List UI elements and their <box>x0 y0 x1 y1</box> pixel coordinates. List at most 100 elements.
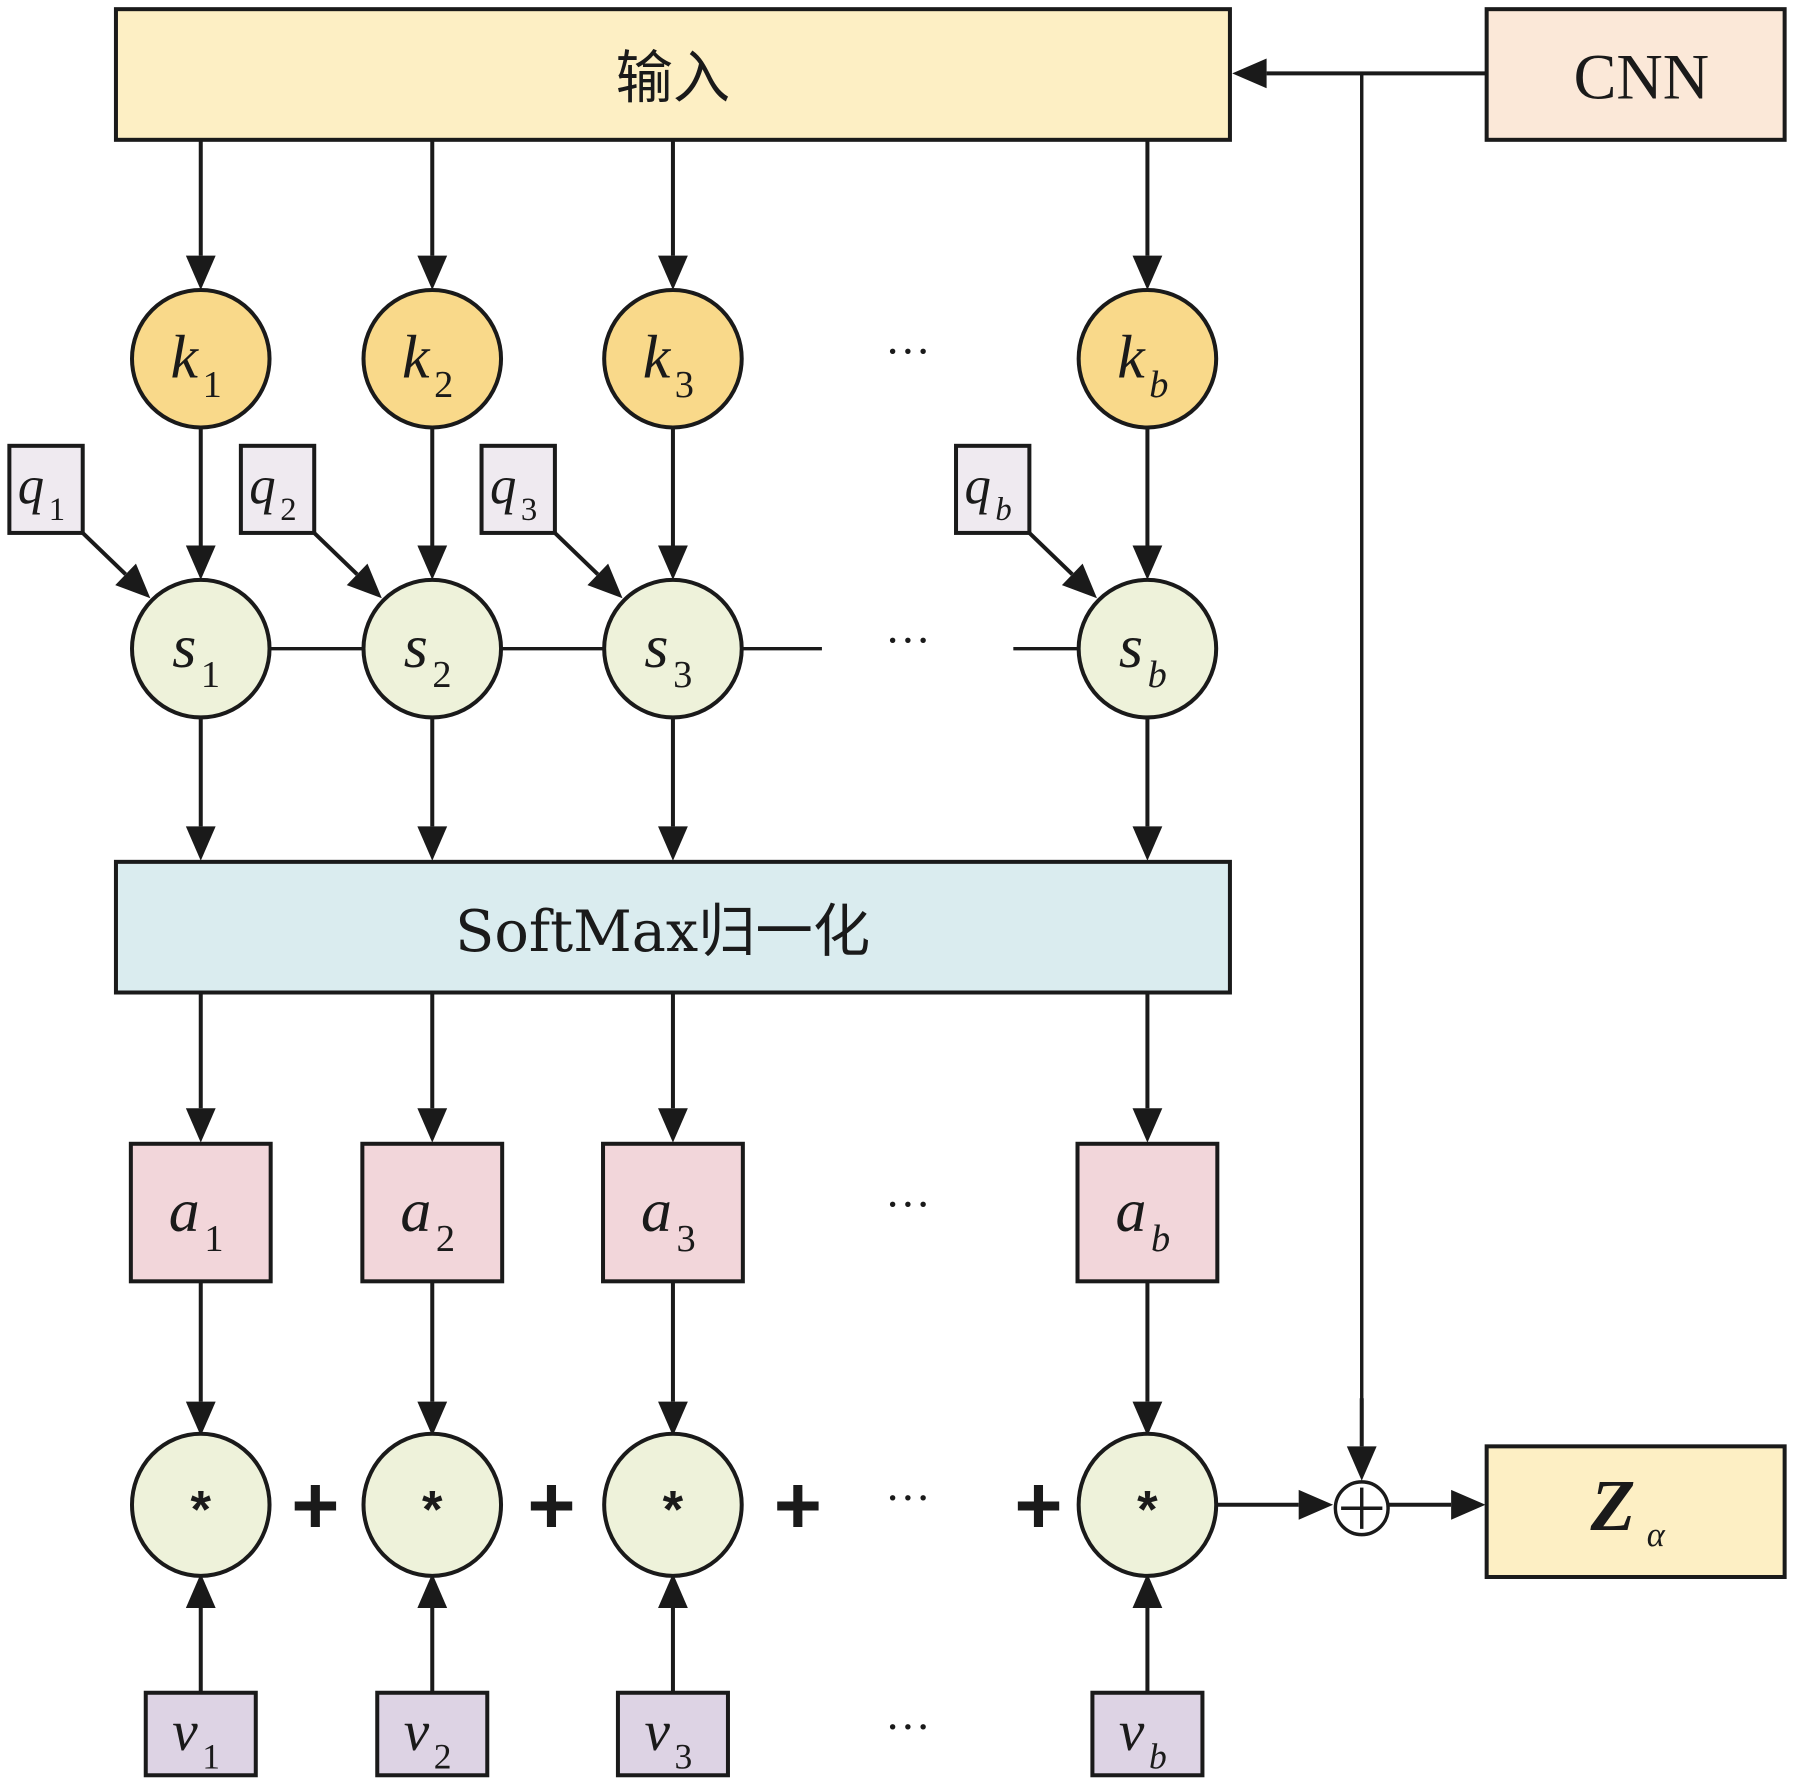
ellipsis-keys: ··· <box>885 326 931 377</box>
multiply-node: * <box>361 1431 504 1578</box>
sum-node <box>1333 1480 1390 1537</box>
score-to-softmax-arrow <box>658 717 688 861</box>
value-to-product-arrow <box>417 1573 448 1694</box>
ellipsis-scores: ··· <box>885 615 931 666</box>
multiply-node: * <box>1076 1431 1219 1578</box>
softmax-block: SoftMax归一化 <box>113 859 1232 995</box>
input-to-key-arrow <box>1132 140 1163 290</box>
input-block: 输入 <box>113 7 1232 142</box>
plus-sign: + <box>291 1459 339 1551</box>
ellipsis-values: ··· <box>885 1701 931 1752</box>
ellipsis-attention: ··· <box>885 1178 931 1229</box>
multiply-node: * <box>129 1431 272 1578</box>
output-block: Z α <box>1484 1444 1787 1580</box>
input-to-key-arrow <box>185 140 216 290</box>
softmax-to-attention-arrow <box>185 993 216 1143</box>
input-to-key-arrow <box>417 140 448 290</box>
output-label-main: Z <box>1589 1465 1635 1546</box>
plus-sign: + <box>527 1459 575 1551</box>
input-label: 输入 <box>616 44 731 111</box>
skip-to-sum-arrow <box>1346 1398 1377 1481</box>
attention-to-product-arrow <box>658 1282 688 1437</box>
attention-to-product-arrow <box>1132 1282 1163 1437</box>
plus-sign: + <box>774 1459 822 1551</box>
cnn-label: CNN <box>1574 42 1709 113</box>
softmax-label: SoftMax归一化 <box>455 898 870 965</box>
output-label-sub: α <box>1647 1516 1666 1554</box>
value-to-product-arrow <box>1132 1573 1163 1694</box>
multiply-symbol: * <box>663 1481 684 1540</box>
multiply-node: * <box>602 1431 744 1578</box>
ellipsis-products: ··· <box>885 1472 931 1523</box>
value-to-product-arrow <box>658 1573 688 1694</box>
score-to-softmax-arrow <box>185 717 216 861</box>
attention-to-product-arrow <box>417 1282 448 1437</box>
softmax-to-attention-arrow <box>417 993 448 1143</box>
cnn-to-input-arrow <box>1232 58 1487 89</box>
key-to-score-arrow <box>658 427 688 580</box>
multiply-symbol: * <box>191 1481 212 1540</box>
multiply-symbol: * <box>1137 1481 1158 1540</box>
sum-to-output-arrow <box>1388 1489 1486 1520</box>
key-to-score-arrow <box>1132 427 1163 580</box>
score-to-softmax-arrow <box>1132 717 1163 861</box>
score-to-softmax-arrow <box>417 717 448 861</box>
key-to-score-arrow <box>185 427 216 580</box>
connectors <box>81 58 1487 1694</box>
softmax-to-attention-arrow <box>658 993 688 1143</box>
multiply-symbol: * <box>422 1481 443 1540</box>
query-to-score-arrow <box>81 531 151 599</box>
plus-sign: + <box>1014 1459 1062 1551</box>
query-to-score-arrow <box>312 531 382 599</box>
key-to-score-arrow <box>417 427 448 580</box>
query-to-score-arrow <box>1027 531 1097 599</box>
product-to-sum-arrow <box>1216 1489 1334 1520</box>
input-to-key-arrow <box>658 140 688 290</box>
cnn-block: CNN <box>1484 7 1787 142</box>
